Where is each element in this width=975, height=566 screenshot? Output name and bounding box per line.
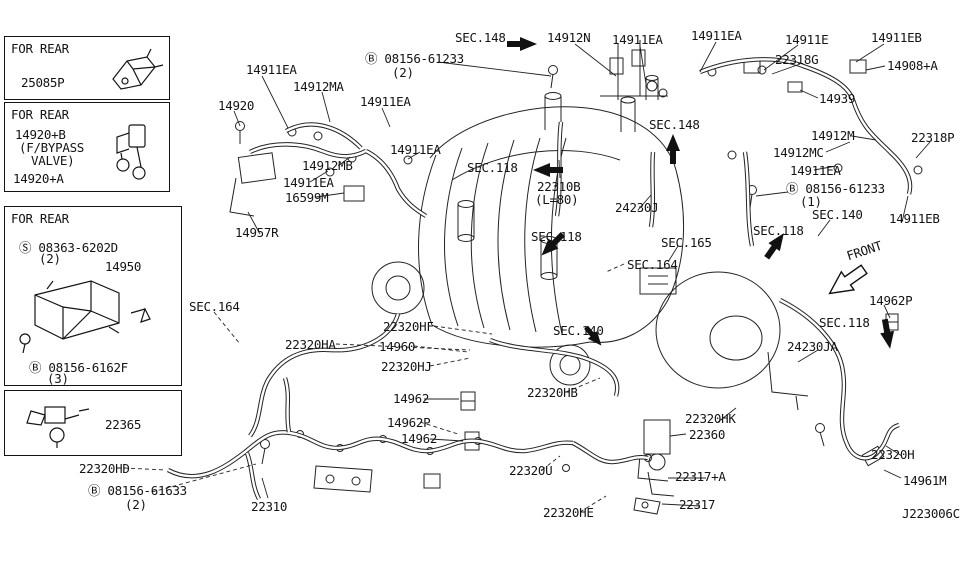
part-label: 14962 <box>401 431 438 446</box>
part-label: 22310B <box>537 179 581 194</box>
part-label: (F/BYPASS <box>19 140 85 155</box>
part-label: SEC.140 <box>553 323 604 338</box>
front-arrow-icon <box>828 264 868 295</box>
part-label: 16599M <box>285 190 329 205</box>
part-label: 14911EA <box>390 142 441 157</box>
part-label: 14911EA <box>283 175 334 190</box>
part-label: 14912MB <box>302 158 353 173</box>
part-label: Ⓑ 08156-6162F <box>29 360 128 375</box>
part-label: SEC.148 <box>649 117 700 132</box>
hose-tubes <box>166 57 913 501</box>
part-label: (1) <box>800 194 822 209</box>
part-label: 22320HJ <box>381 359 432 374</box>
part-label: VALVE) <box>31 153 75 168</box>
part-label: Ⓢ 08363-6202D <box>19 240 118 255</box>
part-label: 14957R <box>235 225 279 240</box>
part-label: 24230J <box>615 200 659 215</box>
part-label: 14950 <box>105 259 142 274</box>
part-label: 14911EA <box>246 62 297 77</box>
part-label: 14939 <box>819 91 856 106</box>
part-label: (2) <box>39 251 61 266</box>
part-label: 25085P <box>21 75 65 90</box>
rear-sensor-icon <box>112 48 164 90</box>
part-label: 14911EB <box>889 211 940 226</box>
part-label: (2) <box>392 65 414 80</box>
part-label: SEC.118 <box>753 223 804 238</box>
part-label: SEC.118 <box>531 229 582 244</box>
part-label: 14920 <box>218 98 255 113</box>
part-label: 22320HK <box>685 411 736 426</box>
part-label: 22320HA <box>285 337 336 352</box>
part-label: 14908+A <box>887 58 938 73</box>
part-label: SEC.118 <box>467 160 518 175</box>
inset-title: FOR REAR <box>11 41 69 56</box>
inset-title: FOR REAR <box>11 107 69 122</box>
bypass-valve-icon <box>116 124 146 180</box>
part-label: 14962P <box>387 415 431 430</box>
inset-box-canister: FOR REAR Ⓢ 08363-6202D (2) 14950 Ⓑ 08156… <box>4 206 182 386</box>
part-label: 14920+B <box>15 127 66 142</box>
part-label: 14962P <box>869 293 913 308</box>
part-label: 22318G <box>775 52 819 67</box>
part-label: SEC.148 <box>455 30 506 45</box>
part-label: 14911EA <box>612 32 663 47</box>
part-label: 14911E <box>785 32 829 47</box>
part-label: 14912MC <box>773 145 824 160</box>
inset-box-bypass-valve: FOR REAR 14920+B (F/BYPASS VALVE) 14920+… <box>4 102 170 192</box>
part-label: 22365 <box>105 417 142 432</box>
part-label: SEC.140 <box>812 207 863 222</box>
part-label: 22320H <box>871 447 915 462</box>
part-label: 14911EA <box>790 163 841 178</box>
part-label: 22320HB <box>527 385 578 400</box>
diagram-code: J223006C <box>902 506 960 521</box>
part-label: Ⓑ 08156-61233 <box>365 51 464 66</box>
part-label: (L=80) <box>535 192 579 207</box>
part-label: 22320U <box>509 463 553 478</box>
part-label: 22318P <box>911 130 955 145</box>
part-label: 14911EA <box>691 28 742 43</box>
leader-lines <box>233 41 931 507</box>
part-label: 14960 <box>379 339 416 354</box>
part-label: (2) <box>125 497 147 512</box>
part-label: 24230JA <box>787 339 838 354</box>
part-label: 22320HD <box>79 461 130 476</box>
part-label: SEC.118 <box>819 315 870 330</box>
part-label: Ⓑ 08156-61633 <box>88 483 187 498</box>
part-label: 14912MA <box>293 79 344 94</box>
part-label: 22320HE <box>543 505 594 520</box>
part-label: Ⓑ 08156-61233 <box>786 181 885 196</box>
inset-box-valve-22365: 22365 <box>4 390 182 456</box>
part-label: 22310 <box>251 499 288 514</box>
part-label: 14962 <box>393 391 430 406</box>
inset-title: FOR REAR <box>11 211 69 226</box>
part-label: 14912M <box>811 128 855 143</box>
part-label: 14912N <box>547 30 591 45</box>
dashed-leader-lines <box>123 263 625 513</box>
canister-icon <box>19 280 151 354</box>
part-label: 14961M <box>903 473 947 488</box>
part-label: (3) <box>47 371 69 386</box>
part-label: 14911EB <box>871 30 922 45</box>
inset-box-rear-sensor: FOR REAR 25085P <box>4 36 170 100</box>
part-label: SEC.165 <box>661 235 712 250</box>
part-label: SEC.164 <box>627 257 678 272</box>
part-label: 22317 <box>679 497 716 512</box>
part-label: 14920+A <box>13 171 64 186</box>
part-label: 14911EA <box>360 94 411 109</box>
valve-22365-icon <box>26 406 90 448</box>
part-label: SEC.164 <box>189 299 240 314</box>
part-label: 22360 <box>689 427 726 442</box>
flow-arrows <box>507 37 895 349</box>
part-label: 22320HF <box>383 319 434 334</box>
part-label: 22317+A <box>675 469 726 484</box>
